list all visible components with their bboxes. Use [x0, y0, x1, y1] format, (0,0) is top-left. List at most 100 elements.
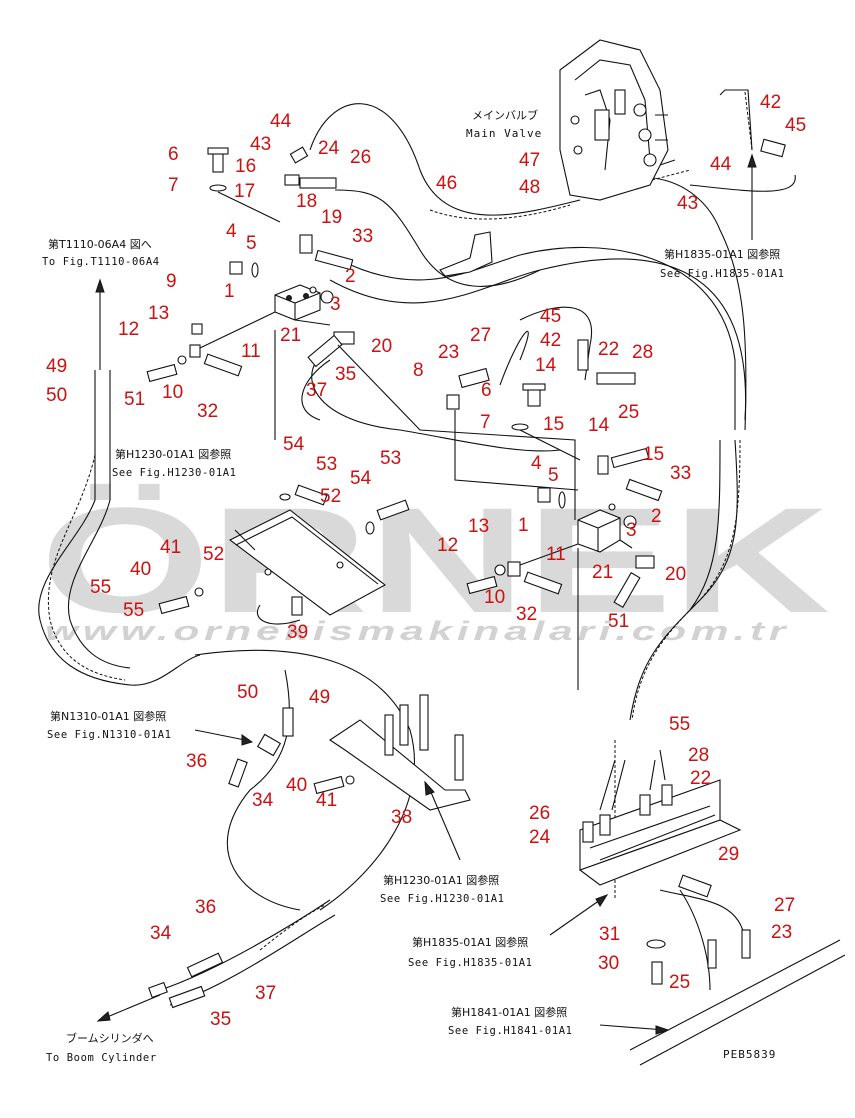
callout: 11 — [546, 544, 566, 565]
callout: 36 — [195, 897, 216, 918]
main-valve-en: Main Valve — [466, 127, 542, 140]
callout: 8 — [413, 360, 424, 381]
callout: 16 — [235, 156, 256, 177]
reference-arrows — [95, 153, 757, 1035]
callout: 24 — [318, 138, 340, 159]
right-valve-block — [446, 339, 663, 608]
callout: 33 — [670, 463, 691, 484]
callout: 40 — [286, 775, 307, 796]
ref-boom-en: To Boom Cylinder — [46, 1052, 157, 1064]
callout: 49 — [309, 687, 330, 708]
clamp-42-top — [719, 89, 786, 158]
callout: 36 — [186, 751, 207, 772]
callout: 17 — [234, 181, 255, 202]
watermark-brand: ÖRNEK — [40, 476, 830, 644]
callout: 4 — [226, 221, 237, 242]
callout: 12 — [118, 319, 139, 340]
callout: 52 — [320, 486, 341, 507]
callout: 15 — [543, 414, 564, 435]
left-valve-block — [146, 146, 355, 383]
callout: 22 — [690, 768, 711, 789]
callout: 15 — [643, 444, 664, 465]
callout: 26 — [350, 147, 371, 168]
callout: 22 — [598, 339, 619, 360]
callout: 29 — [718, 844, 739, 865]
callout: 45 — [540, 306, 561, 327]
callout: 1 — [518, 515, 529, 536]
callout: 39 — [287, 622, 308, 643]
ref-h1841-jp: 第H1841-01A1 図参照 — [451, 1005, 567, 1019]
callout: 33 — [352, 226, 373, 247]
callout: 3 — [330, 294, 341, 315]
callout: 55 — [669, 714, 690, 735]
callout: 34 — [252, 790, 274, 811]
callout: 55 — [90, 577, 111, 598]
callout: 19 — [321, 207, 342, 228]
callout: 23 — [438, 342, 459, 363]
ref-h1841-en: See Fig.H1841-01A1 — [448, 1025, 573, 1037]
callout: 6 — [481, 380, 492, 401]
callout: 54 — [283, 434, 305, 455]
mounting-plate — [158, 484, 410, 616]
callout: 30 — [598, 953, 619, 974]
callout: 14 — [588, 415, 610, 436]
callout: 48 — [519, 177, 540, 198]
callout: 13 — [148, 303, 169, 324]
callout: 27 — [470, 325, 491, 346]
callout: 46 — [436, 173, 457, 194]
callout: 11 — [241, 341, 261, 362]
callout: 43 — [250, 134, 271, 155]
watermark-url: www.ornekismakinalari.com.tr — [45, 616, 790, 646]
callout: 5 — [548, 465, 559, 486]
callout: 26 — [529, 803, 550, 824]
callout: 13 — [468, 516, 489, 537]
ref-h1230-bottom-en: See Fig.H1230-01A1 — [380, 893, 505, 905]
callout: 44 — [710, 154, 732, 175]
reference-labels: 第T1110-06A4 図へ To Fig.T1110-06A4 第H1835-… — [42, 237, 785, 1064]
callout: 42 — [540, 330, 561, 351]
callout: 52 — [203, 544, 224, 565]
callout: 28 — [688, 745, 709, 766]
boom-fittings — [148, 952, 224, 1009]
lower-bracket — [228, 694, 471, 811]
callout: 21 — [592, 562, 613, 583]
callout: 7 — [480, 412, 491, 433]
callout: 32 — [516, 604, 537, 625]
ref-t1110-jp: 第T1110-06A4 図へ — [48, 237, 152, 251]
ref-boom-jp: ブームシリンダへ — [66, 1031, 154, 1045]
callout: 20 — [371, 336, 392, 357]
ref-h1835-top-en: See Fig.H1835-01A1 — [660, 268, 785, 280]
callout: 23 — [771, 922, 792, 943]
callout: 55 — [123, 600, 144, 621]
callout: 10 — [484, 587, 505, 608]
ref-h1835-bottom-en: See Fig.H1835-01A1 — [408, 957, 533, 969]
callout: 41 — [160, 537, 181, 558]
bracket-46 — [439, 231, 493, 277]
callout: 27 — [774, 895, 795, 916]
ref-h1230-left-en: See Fig.H1230-01A1 — [112, 467, 237, 479]
callout: 10 — [162, 382, 183, 403]
ref-h1230-bottom-jp: 第H1230-01A1 図参照 — [383, 873, 499, 887]
ref-n1310-en: See Fig.N1310-01A1 — [47, 729, 172, 741]
callout: 14 — [535, 355, 557, 376]
callouts: 44 43 24 26 6 16 7 17 18 19 33 4 5 1 3 2… — [46, 92, 806, 1030]
callout: 21 — [280, 325, 301, 346]
ref-t1110-en: To Fig.T1110-06A4 — [42, 256, 160, 268]
callout: 37 — [255, 983, 276, 1004]
callout: 45 — [785, 115, 806, 136]
callout: 28 — [632, 342, 653, 363]
callout: 35 — [210, 1009, 231, 1030]
callout: 2 — [651, 506, 662, 527]
callout: 12 — [437, 535, 458, 556]
callout: 3 — [626, 520, 637, 541]
callout: 5 — [246, 233, 257, 254]
callout: 44 — [270, 111, 292, 132]
callout: 7 — [168, 175, 179, 196]
callout: 2 — [345, 266, 356, 287]
callout: 35 — [335, 364, 356, 385]
main-valve — [559, 39, 676, 201]
callout: 54 — [350, 468, 372, 489]
callout: 25 — [618, 402, 639, 423]
callout: 47 — [519, 150, 540, 171]
